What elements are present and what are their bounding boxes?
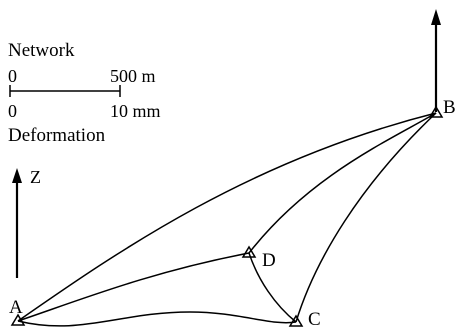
edge-d-c bbox=[248, 252, 297, 323]
deformation-scale-start: 0 bbox=[8, 101, 17, 121]
point-a: A bbox=[9, 297, 26, 326]
z-axis-arrow bbox=[12, 168, 22, 278]
point-b-label: B bbox=[443, 97, 456, 118]
point-a-marker bbox=[10, 313, 26, 326]
deformation-scale-end: 10 mm bbox=[110, 101, 161, 121]
point-b-marker bbox=[428, 105, 444, 118]
point-c-marker bbox=[288, 314, 304, 327]
deformation-label: Deformation bbox=[8, 125, 106, 146]
point-d-label: D bbox=[262, 250, 276, 271]
point-c-label: C bbox=[308, 309, 321, 327]
edge-a-d bbox=[17, 252, 250, 322]
edge-d-b bbox=[248, 112, 437, 254]
point-d-marker bbox=[241, 245, 257, 258]
point-d: D bbox=[241, 245, 276, 271]
edge-a-c bbox=[17, 311, 297, 327]
network-scale-start: 0 bbox=[8, 66, 17, 86]
point-a-label: A bbox=[9, 297, 23, 318]
network-label: Network bbox=[8, 40, 75, 61]
edge-a-b bbox=[17, 112, 437, 322]
edge-c-b bbox=[295, 112, 437, 323]
deformation-arrow-b bbox=[431, 9, 441, 112]
z-axis-label: Z bbox=[30, 167, 41, 187]
point-b: B bbox=[428, 97, 456, 118]
scale-bar bbox=[9, 85, 121, 97]
network-scale-end: 500 m bbox=[110, 66, 156, 86]
point-c: C bbox=[288, 309, 321, 327]
network-edges bbox=[17, 112, 437, 327]
